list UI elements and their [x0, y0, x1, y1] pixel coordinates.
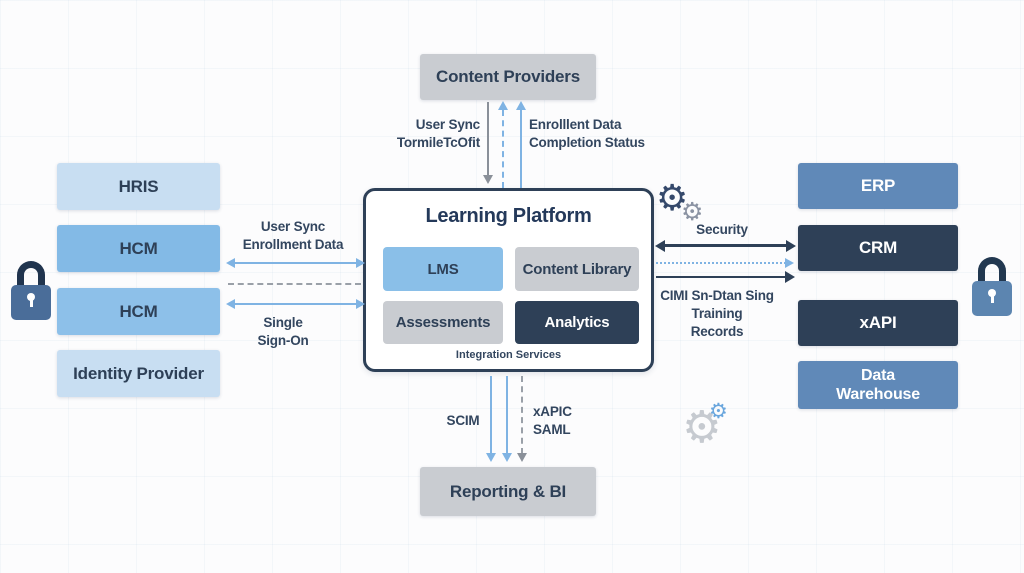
node-label: HCM [119, 301, 158, 321]
node-reporting-bi: Reporting & BI [420, 467, 596, 516]
arrow-sso-bidir-left-head [226, 299, 235, 309]
arrow-user-sync-down-head [483, 175, 493, 184]
platform-footer-label: Integration Services [455, 349, 562, 361]
platform-title: Learning Platform [425, 205, 592, 227]
arrow-security-bidir-line [665, 244, 787, 247]
label-provider-down: User Sync TormileTcOfit [396, 117, 480, 150]
lock-icon [11, 261, 51, 320]
divider-dashed-line-left [228, 283, 361, 285]
lock-icon [972, 257, 1012, 316]
node-label: HCM [119, 238, 158, 258]
node-label: CRM [858, 238, 898, 257]
arrow-crm-feed-blue-head [785, 258, 794, 268]
arrow-user-sync-down-line [487, 102, 489, 176]
lock-keyhole [27, 293, 35, 307]
arrow-security-bidir-right-head [786, 240, 796, 252]
arrow-scim-down-line-1 [490, 376, 492, 454]
arrow-saml-down-dashed-head [517, 453, 527, 462]
arrow-user-sync-bidir-left-head [226, 258, 235, 268]
module-label: LMS [427, 260, 459, 278]
arrow-user-sync-bidir-right-head [356, 258, 365, 268]
arrow-crm-feed-blue-line [656, 262, 786, 264]
label-hcm-sync: User Sync Enrollment Data [242, 219, 344, 252]
lock-shackle [17, 261, 45, 290]
label-scim: SCIM [446, 413, 480, 428]
gear-icon: ⚙ [709, 399, 728, 423]
node-hcm-2: HCM [57, 288, 220, 335]
node-hris: HRIS [57, 163, 220, 210]
module-content-library: Content Library [515, 247, 639, 291]
arrow-scim-down-head-1 [486, 453, 496, 462]
label-saml: xAPIC SAML [533, 404, 572, 437]
arrow-completion-up-line [520, 110, 522, 188]
module-lms: LMS [383, 247, 503, 291]
node-label: Data Warehouse [836, 367, 920, 403]
node-hcm-1: HCM [57, 225, 220, 272]
module-assessments: Assessments [383, 301, 503, 344]
arrow-completion-up-head [516, 101, 526, 110]
gear-icon: ⚙ [682, 402, 722, 453]
module-analytics: Analytics [515, 301, 639, 344]
module-label: Assessments [395, 314, 491, 331]
arrow-scim-down-head-2 [502, 453, 512, 462]
label-crm-feed: CIMI Sn-Dtan Sing Training Records [660, 288, 774, 339]
label-security: Security [696, 222, 748, 237]
lock-shackle [978, 257, 1006, 286]
arrow-scim-down-line-2 [506, 376, 508, 454]
arrow-enrollment-up-dashed-head [498, 101, 508, 110]
lock-body [972, 281, 1012, 316]
node-erp: ERP [798, 163, 958, 209]
label-sso: Single Sign-On [257, 315, 309, 348]
node-label: Identity Provider [73, 363, 204, 383]
arrow-saml-down-dashed-line [521, 376, 523, 454]
arrow-security-bidir-left-head [655, 240, 665, 252]
lock-body [11, 285, 51, 320]
gear-icon: ⚙ [681, 197, 704, 226]
node-xapi: xAPI [798, 300, 958, 346]
label-provider-up: Enrolllent Data Completion Status [529, 117, 645, 150]
arrow-training-records-line [656, 276, 786, 278]
node-label: ERP [860, 176, 896, 195]
node-crm: CRM [798, 225, 958, 271]
lock-keyhole [988, 289, 996, 303]
arrow-sso-bidir-right-head [356, 299, 365, 309]
arrow-user-sync-bidir-line [234, 262, 358, 264]
module-label: Content Library [522, 260, 632, 278]
arrow-sso-bidir-line [234, 303, 358, 305]
node-data-warehouse: Data Warehouse [798, 361, 958, 409]
arrow-enrollment-up-dashed-line [502, 110, 504, 188]
node-label: Content Providers [436, 67, 580, 86]
node-label: Reporting & BI [449, 481, 567, 501]
node-label: HRIS [118, 176, 159, 196]
arrow-training-records-head [785, 271, 795, 283]
platform-module-grid: LMS Content Library Assessments Analytic… [383, 247, 639, 344]
node-label: xAPI [859, 313, 897, 332]
node-identity-provider: Identity Provider [57, 350, 220, 397]
learning-platform-panel: Learning Platform LMS Content Library As… [363, 188, 654, 372]
gear-icon: ⚙ [656, 178, 689, 219]
module-label: Analytics [544, 314, 610, 331]
node-content-providers: Content Providers [420, 54, 596, 100]
